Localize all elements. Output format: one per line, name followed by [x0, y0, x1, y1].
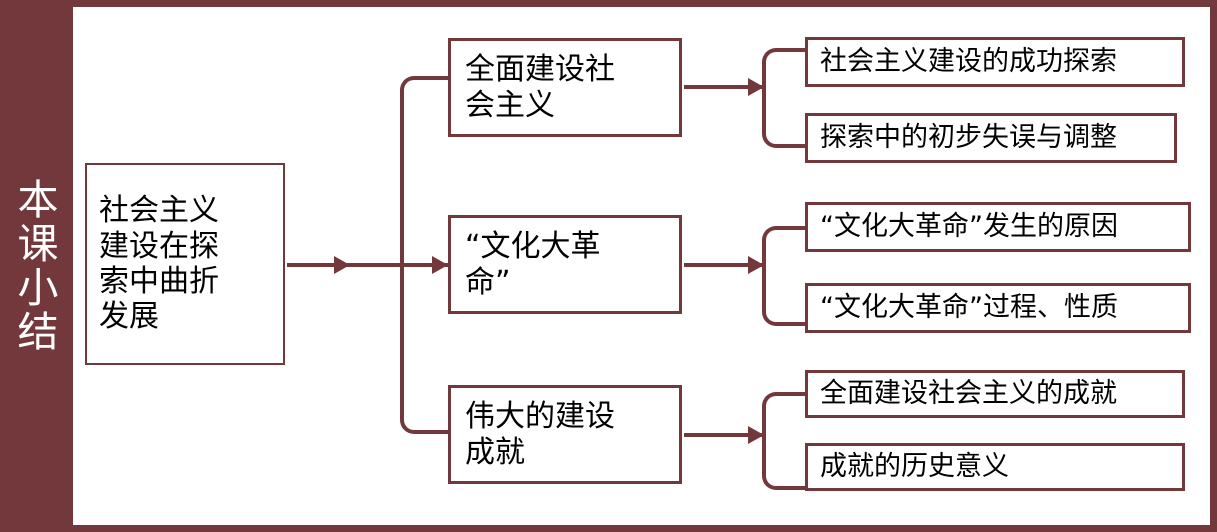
- branch-node-1-line-2: 会主义: [465, 87, 555, 123]
- leaf-node-2-1-label: “文化大革命”发生的原因: [820, 211, 1118, 243]
- root-node-line-2: 建设在探: [99, 228, 219, 264]
- branch-node-2[interactable]: “文化大革 命”: [448, 215, 682, 314]
- leaf-node-2-2-label: “文化大革命”过程、性质: [820, 292, 1118, 324]
- branch2-leaf-arrowhead: [748, 256, 764, 274]
- branch2-connector-line: [402, 263, 448, 267]
- frame-left-edge: [66, 0, 73, 532]
- branch-node-2-line-1: “文化大革: [465, 228, 601, 264]
- branch-node-3-line-1: 伟大的建设: [465, 398, 615, 434]
- branch-node-2-line-2: 命”: [465, 264, 511, 300]
- branch-node-1-label: 全面建设社 会主义: [465, 52, 669, 124]
- branch-node-1-line-1: 全面建设社: [465, 51, 615, 87]
- branch-node-3-line-2: 成就: [465, 434, 525, 470]
- leaf-node-1-2-label: 探索中的初步失误与调整: [820, 122, 1117, 154]
- branch-node-3[interactable]: 伟大的建设 成就: [448, 385, 682, 484]
- root-connector-arrowhead: [334, 256, 350, 274]
- branch2-leaf-connector-line: [684, 263, 762, 267]
- root-node-line-4: 发展: [99, 299, 159, 335]
- branch1-leaf-arrowhead: [748, 78, 764, 96]
- branch3-leaf-arrowhead: [748, 426, 764, 444]
- leaf-node-3-2-label: 成就的历史意义: [820, 451, 1009, 483]
- branch2-connector-arrowhead: [432, 256, 448, 274]
- leaf-node-2-1[interactable]: “文化大革命”发生的原因: [805, 202, 1191, 252]
- branch3-leaf-connector-line: [684, 433, 762, 437]
- leaf-node-1-1-label: 社会主义建设的成功探索: [820, 46, 1117, 78]
- leaf-node-3-1[interactable]: 全面建设社会主义的成就: [805, 370, 1185, 418]
- root-node[interactable]: 社会主义 建设在探 索中曲折 发展: [85, 163, 285, 365]
- leaf-node-1-2[interactable]: 探索中的初步失误与调整: [805, 113, 1177, 163]
- branch1-leaf-connector-line: [684, 85, 762, 89]
- leaf-node-3-2[interactable]: 成就的历史意义: [805, 443, 1185, 491]
- vertical-title-bar: 本课小结: [0, 0, 66, 532]
- root-node-label: 社会主义 建设在探 索中曲折 发展: [99, 193, 273, 335]
- root-node-line-1: 社会主义: [99, 193, 219, 229]
- branch-node-1[interactable]: 全面建设社 会主义: [448, 38, 682, 137]
- branch-node-2-label: “文化大革 命”: [465, 229, 669, 301]
- leaf-node-3-1-label: 全面建设社会主义的成就: [820, 378, 1117, 410]
- leaf-node-1-1[interactable]: 社会主义建设的成功探索: [805, 37, 1185, 87]
- page-title: 本课小结: [9, 178, 58, 354]
- branch-node-3-label: 伟大的建设 成就: [465, 399, 669, 471]
- root-node-line-3: 索中曲折: [99, 264, 219, 299]
- leaf-node-2-2[interactable]: “文化大革命”过程、性质: [805, 283, 1191, 333]
